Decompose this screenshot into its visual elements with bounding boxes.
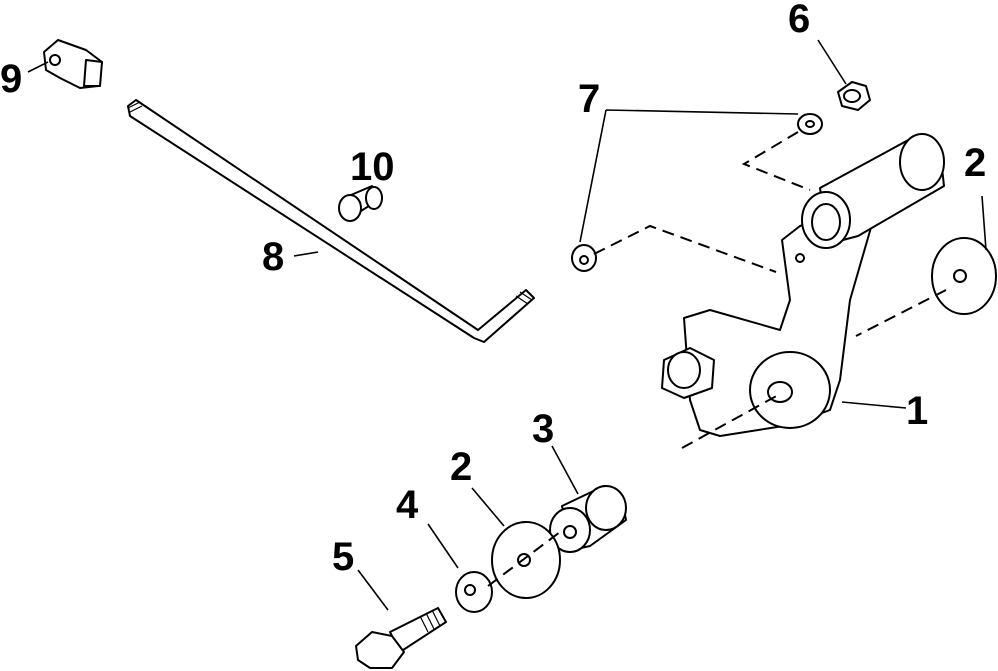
part-2-washer-right xyxy=(931,195,997,315)
callout-1: 1 xyxy=(906,389,928,433)
part-7-washers xyxy=(571,109,823,272)
part-10-sleeve xyxy=(338,185,383,222)
part-3-spacer xyxy=(549,445,627,553)
callout-8: 8 xyxy=(262,235,284,279)
part-1-bracket xyxy=(661,133,945,437)
callout-7: 7 xyxy=(578,77,600,121)
callout-9: 9 xyxy=(0,57,22,101)
callout-5: 5 xyxy=(332,535,354,579)
assembly-axes xyxy=(487,131,947,587)
part-6-nut xyxy=(817,39,871,111)
callout-6: 6 xyxy=(788,0,810,41)
callout-2-lower: 2 xyxy=(450,445,472,489)
part-4-washer xyxy=(427,523,493,613)
callout-2-right: 2 xyxy=(964,141,986,185)
part-5-bolt xyxy=(355,569,447,669)
callout-10: 10 xyxy=(350,145,395,189)
part-2-washer-lower xyxy=(471,487,561,599)
callout-3: 3 xyxy=(532,407,554,451)
part-9-clevis xyxy=(27,39,103,89)
part-8-rod xyxy=(127,99,535,343)
callout-4: 4 xyxy=(396,483,419,527)
